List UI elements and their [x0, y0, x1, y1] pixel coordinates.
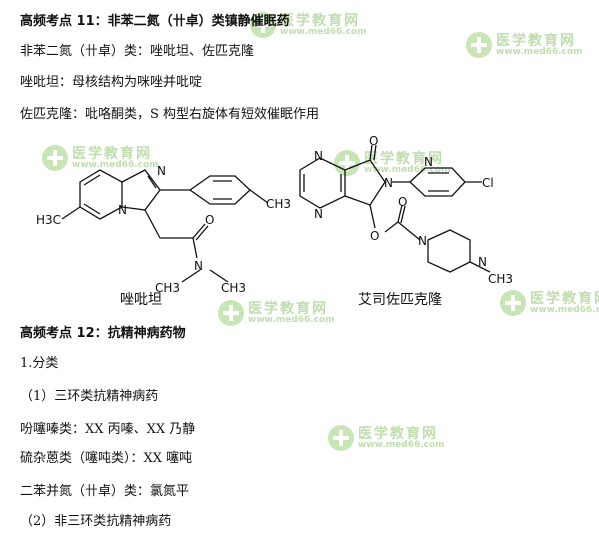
atom-label: N [118, 203, 127, 217]
text-line: 1.分类 [20, 356, 59, 371]
atom-label: O [398, 195, 407, 209]
atom-label: N [418, 234, 427, 248]
atom-label: CH3 [266, 197, 291, 211]
atom-label: CH3 [221, 281, 246, 295]
atom-label: N [478, 255, 487, 269]
text-line: 二苯并氮（卄卓）类：氯氮平 [20, 484, 190, 499]
text-line: （2）非三环类抗精神病药 [20, 514, 172, 529]
atom-label: O [205, 213, 214, 227]
text-line: 吩噻嗪类：XX 丙嗪、XX 乃静 [20, 422, 196, 437]
text-line: 非苯二氮（卄卓）类：唑吡坦、佐匹克隆 [20, 44, 255, 59]
med66-logo-icon [328, 425, 354, 451]
med66-logo-icon [42, 145, 68, 171]
section-heading-12: 高频考点 12：抗精神病药物 [20, 326, 186, 341]
atom-label: N [314, 149, 323, 163]
atom-label: O [370, 229, 379, 243]
structure-name-eszopiclone: 艾司佐匹克隆 [358, 292, 442, 308]
med66-logo-icon [218, 300, 244, 326]
atom-label: N [194, 259, 203, 273]
atom-label: O [369, 134, 378, 148]
text-line: （1）三环类抗精神病药 [20, 389, 159, 404]
med66-logo-icon [250, 12, 276, 38]
med66-logo-icon [500, 290, 526, 316]
atom-label: N [424, 155, 433, 169]
med66-logo-icon [466, 32, 492, 58]
atom-label: N [314, 207, 323, 221]
atom-label: CH3 [488, 272, 513, 286]
text-line: 硫杂蒽类（噻吨类）：XX 噻吨 [20, 451, 193, 466]
atom-label: N [157, 164, 166, 178]
zopiclone-structure [299, 144, 491, 273]
atom-label: H3C [36, 213, 61, 227]
atom-label: N [384, 176, 393, 190]
text-line: 唑吡坦：母核结构为咪唑并吡啶 [20, 75, 203, 90]
chemical-structures: H3C N N O N CH3 CH3 CH3 N N O [36, 134, 513, 308]
section-heading-11: 高频考点 11：非苯二氮（卄卓）类镇静催眠药 [20, 14, 290, 29]
zolpidem-structure [61, 169, 269, 283]
atom-label: Cl [482, 176, 494, 190]
atom-label: CH3 [155, 281, 180, 295]
text-line: 佐匹克隆：吡咯酮类，S 构型右旋体有短效催眠作用 [20, 107, 320, 122]
structure-name-zolpidem: 唑吡坦 [120, 292, 162, 308]
med66-logo-icon [334, 150, 360, 176]
